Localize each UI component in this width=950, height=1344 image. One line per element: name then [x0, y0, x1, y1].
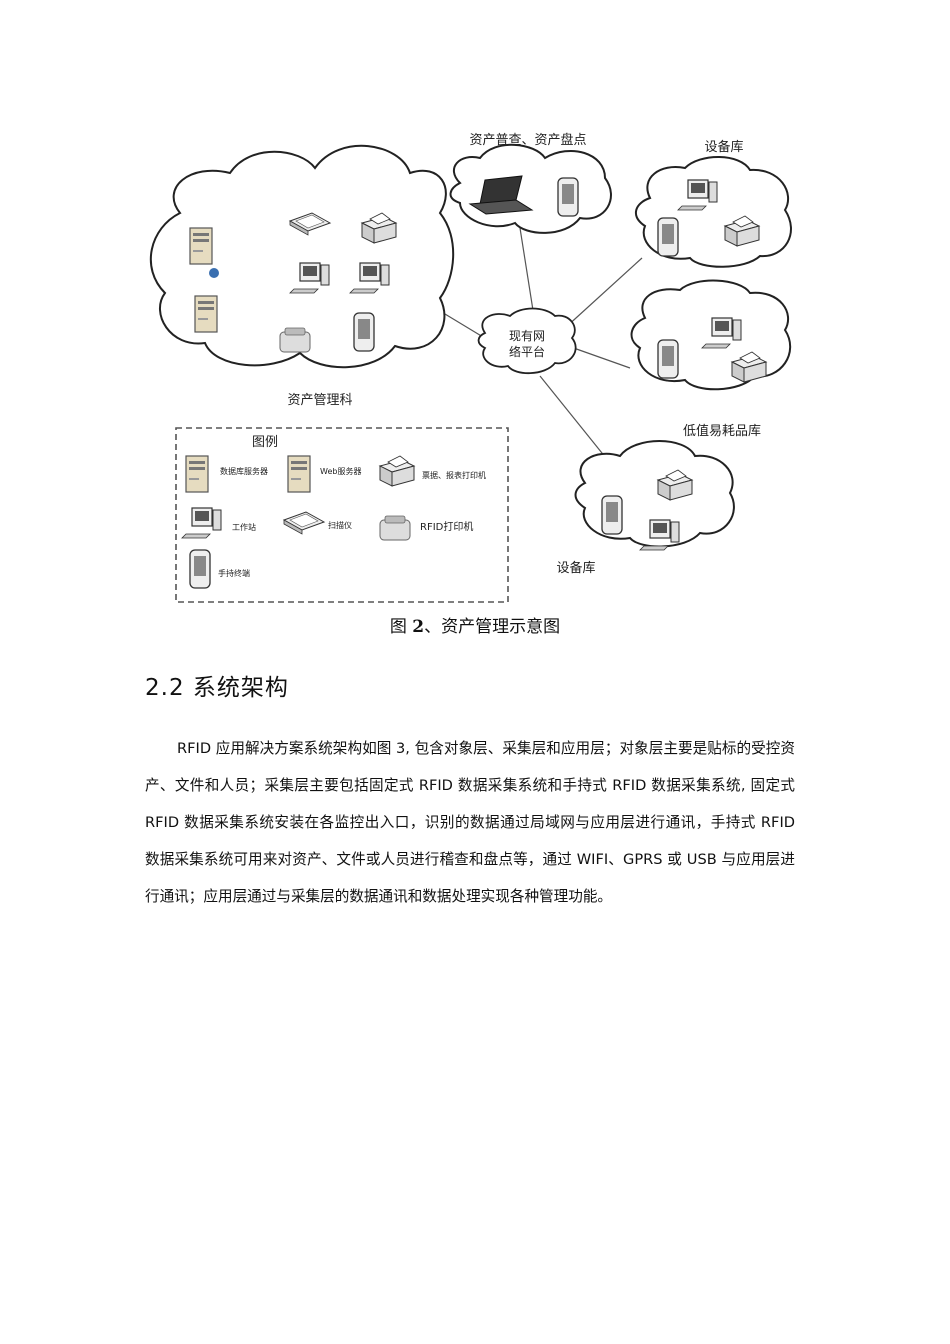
web-server-icon: [287, 455, 311, 493]
asset-survey-cloud: [449, 143, 612, 234]
handheld-icon: [657, 217, 679, 257]
asset-dept-cloud: [149, 144, 455, 369]
asset-survey-label: 资产普查、资产盘点: [469, 132, 586, 148]
caption-prefix: 图: [389, 617, 413, 637]
handheld-icon: [601, 495, 623, 535]
handheld-icon: [657, 339, 679, 379]
network-cloud: [477, 307, 577, 375]
legend-web-server: Web服务器: [320, 466, 361, 476]
report-printer-icon: [379, 455, 415, 487]
db-server-icon: [185, 455, 209, 493]
network-label-line2: 络平台: [509, 344, 545, 359]
rfid-printer-icon: [379, 515, 411, 541]
workstation-icon: [181, 507, 222, 539]
server-icon: [194, 295, 218, 333]
rfid-printer-icon: [279, 327, 311, 353]
handheld-icon: [189, 549, 211, 589]
scanner-icon: [283, 511, 325, 535]
asset-management-diagram: 资产普查、资产盘点 设备库 现有网 络平台 资产管理科 低值易耗品库 设备库 图…: [140, 118, 820, 610]
legend-rfid-printer: RFID打印机: [420, 520, 473, 533]
legend-report-printer: 票据、报表打印机: [422, 470, 486, 480]
legend-scanner: 扫描仪: [328, 520, 352, 530]
legend-box: [175, 427, 509, 603]
low-value-store-label: 低值易耗品库: [683, 423, 761, 439]
device-store-bottom-label: 设备库: [556, 560, 595, 576]
body-paragraph: RFID 应用解决方案系统架构如图 3, 包含对象层、采集层和应用层；对象层主要…: [145, 740, 795, 905]
section-heading: 2.2 系统架构: [145, 675, 289, 701]
caption-number: 2: [412, 617, 425, 637]
network-label-line1: 现有网: [509, 329, 545, 343]
laptop-icon: [468, 175, 534, 215]
legend-db-server: 数据库服务器: [220, 466, 268, 476]
figure-caption: 图 2、资产管理示意图: [0, 612, 950, 637]
legend-title: 图例: [252, 435, 278, 450]
server-icon: [189, 227, 213, 265]
legend-workstation: 工作站: [232, 522, 256, 532]
device-store-top-label: 设备库: [704, 139, 743, 155]
legend-handheld: 手持终端: [218, 568, 250, 578]
globe-icon: [209, 268, 219, 278]
handheld-icon: [353, 312, 375, 352]
caption-text: 、资产管理示意图: [424, 617, 561, 637]
handheld-icon: [557, 177, 579, 217]
asset-dept-label: 资产管理科: [287, 393, 352, 408]
